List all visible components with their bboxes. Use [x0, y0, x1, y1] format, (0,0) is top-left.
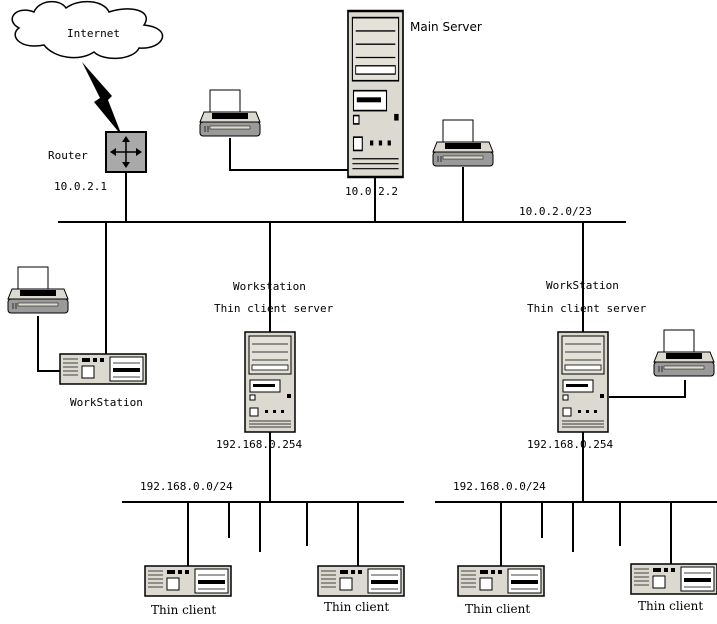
thin-client-label: Thin client [151, 603, 217, 617]
backbone-subnet: 10.0.2.0/23 [519, 205, 592, 218]
thin-client-icon [144, 565, 232, 597]
internet-link-icon [82, 62, 122, 136]
subnet-1-label: 192.168.0.0/24 [140, 480, 233, 493]
workstation-label: WorkStation [70, 396, 143, 409]
internet-label: Internet [67, 27, 120, 40]
thin-server-1-title: Thin client server [214, 302, 334, 315]
main-server-label: Main Server [410, 20, 482, 34]
router-icon [105, 131, 147, 173]
printer-icon [653, 329, 715, 377]
thin-client-label: Thin client [324, 600, 390, 614]
thin-client-icon [457, 565, 545, 597]
workstation-desktop-icon [59, 353, 147, 385]
thin-client-icon [630, 563, 717, 595]
router-ip: 10.0.2.1 [54, 180, 107, 193]
printer-icon [199, 89, 261, 137]
thin-client-icon [317, 565, 405, 597]
router-label: Router [48, 149, 88, 162]
main-server-ip: 10.0.2.2 [345, 185, 398, 198]
thin-client-server-1-icon [244, 331, 296, 433]
main-server-icon [346, 9, 405, 179]
thin-server-2-role: WorkStation [546, 279, 619, 292]
thin-server-1-role: Workstation [233, 280, 306, 293]
printer-icon [432, 119, 494, 167]
internet-cloud [11, 0, 164, 60]
subnet-2-label: 192.168.0.0/24 [453, 480, 546, 493]
thin-server-2-title: Thin client server [527, 302, 647, 315]
thin-server-1-ip: 192.168.0.254 [216, 438, 303, 451]
printer-icon [7, 266, 69, 314]
thin-client-label: Thin client [638, 599, 704, 613]
network-links [37, 138, 717, 566]
thin-client-label: Thin client [465, 602, 531, 616]
thin-client-server-2-icon [557, 331, 609, 433]
thin-server-2-ip: 192.168.0.254 [527, 438, 614, 451]
